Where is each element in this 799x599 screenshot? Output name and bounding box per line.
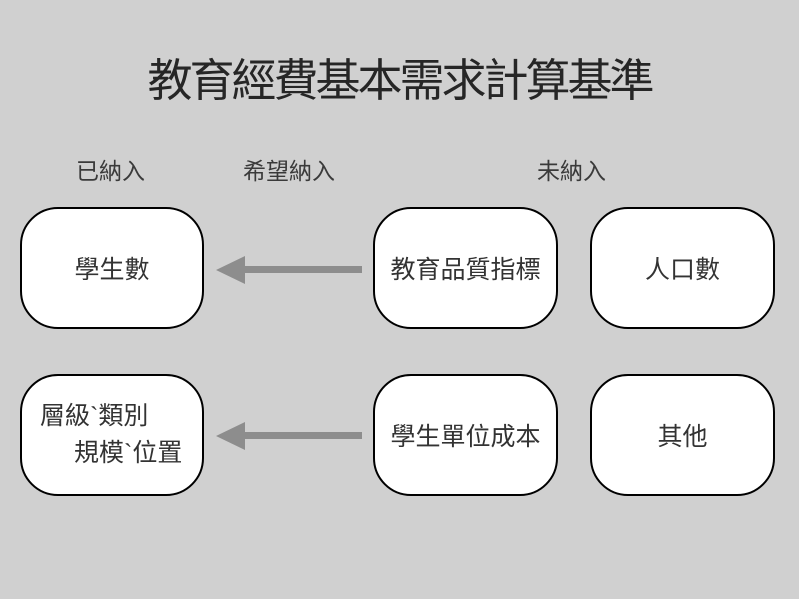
column-label-included: 已納入 — [76, 159, 145, 184]
box-level-category-line1: 層級ˋ類別 — [40, 403, 149, 430]
box-student-count: 學生數 — [20, 207, 204, 329]
arrow-shaft — [244, 432, 362, 439]
arrow-shaft — [244, 266, 362, 273]
box-level-category-line2: 規模ˋ位置 — [74, 440, 183, 467]
box-population: 人口數 — [590, 207, 775, 329]
box-student-unit-cost: 學生單位成本 — [373, 374, 558, 496]
arrow-head-icon — [216, 256, 245, 284]
box-level-category-scale-location: 層級ˋ類別 規模ˋ位置 — [20, 374, 204, 496]
slide-title: 教育經費基本需求計算基準 — [147, 56, 654, 106]
left-arrow-row2-icon — [216, 422, 362, 450]
box-education-quality-indicators: 教育品質指標 — [373, 207, 558, 329]
left-arrow-row1-icon — [216, 256, 362, 284]
arrow-head-icon — [216, 422, 245, 450]
column-label-excluded: 未納入 — [537, 159, 606, 184]
column-label-desired: 希望納入 — [243, 159, 335, 184]
box-other: 其他 — [590, 374, 775, 496]
